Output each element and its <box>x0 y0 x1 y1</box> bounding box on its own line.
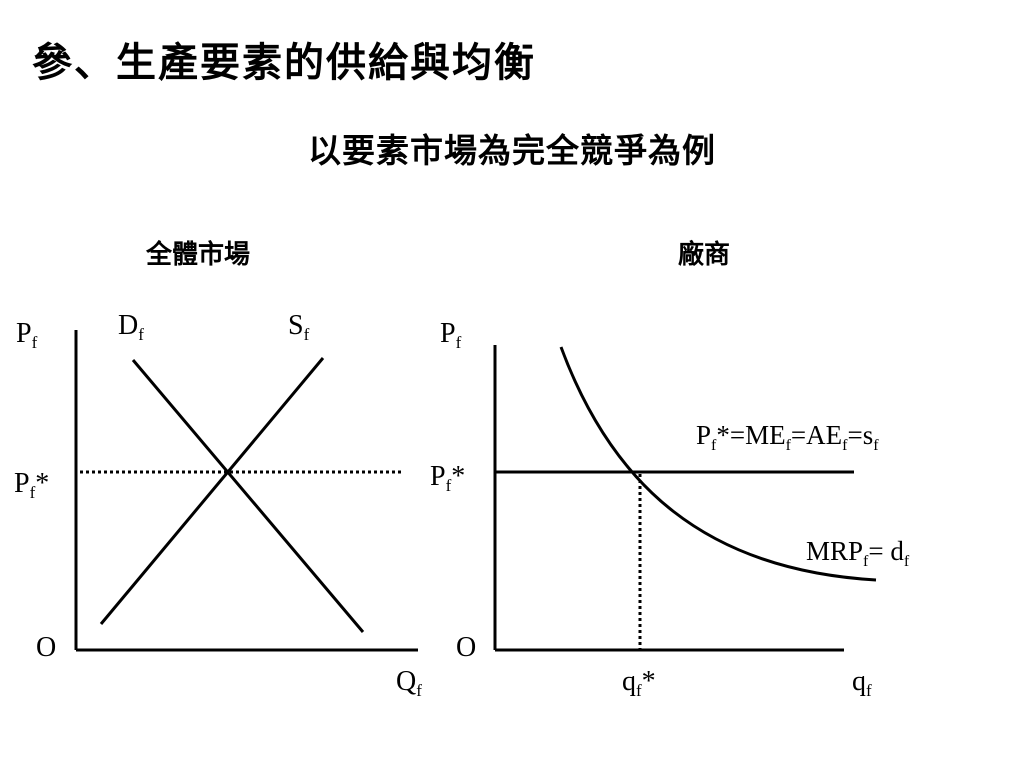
supply-curve-label: Sf <box>288 310 310 344</box>
slide-title: 參、生產要素的供給與均衡 <box>32 39 536 86</box>
firm-x-axis-label: qf <box>852 666 872 700</box>
market-panel: Pf Df Sf Pf* O Qf <box>14 310 422 700</box>
firm-origin-label: O <box>456 632 476 663</box>
slide-subtitle: 以要素市場為完全競爭為例 <box>308 131 716 170</box>
market-supply-curve <box>99 357 325 625</box>
mrp-curve <box>559 346 877 582</box>
mrp-curve-label: MRPf= df <box>806 536 910 570</box>
firm-panel-heading: 廠商 <box>678 240 731 270</box>
price-line-label: Pf*=MEf=AEf=sf <box>696 420 879 454</box>
demand-curve-label: Df <box>118 310 144 344</box>
market-x-axis-label: Qf <box>396 666 422 700</box>
firm-price-label: Pf* <box>430 461 465 495</box>
market-origin-label: O <box>36 632 56 663</box>
firm-panel: Pf Pf* Pf*=MEf=AEf=sf MRPf= df O qf* qf <box>430 318 910 700</box>
market-y-axis-label: Pf <box>16 318 38 352</box>
firm-quantity-label: qf* <box>622 666 656 700</box>
firm-y-axis-label: Pf <box>440 318 462 352</box>
market-equilibrium-price-label: Pf* <box>14 468 49 502</box>
market-panel-heading: 全體市場 <box>146 240 251 270</box>
market-demand-curve <box>131 359 365 633</box>
